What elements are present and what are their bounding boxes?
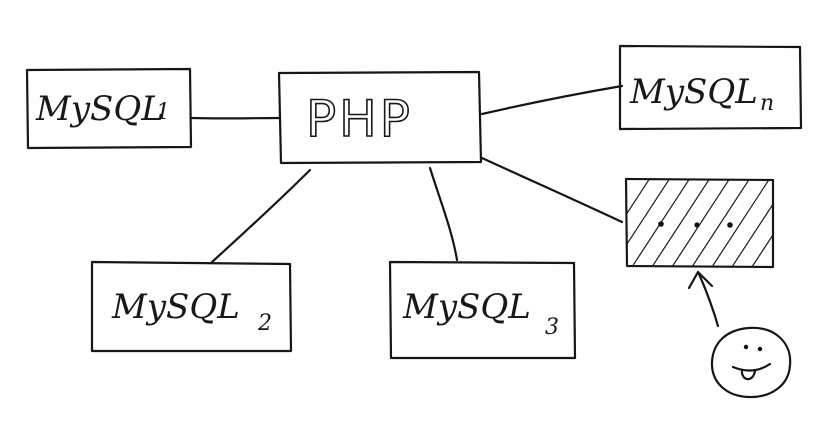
edge-php-mysql2 (210, 168, 312, 264)
face-mouth (731, 362, 772, 372)
node-php: PHP (277, 70, 483, 165)
node-mysql-1: MySQL 1 (25, 67, 193, 150)
arrow-user-to-box (687, 270, 720, 328)
ellipsis-dot-2 (694, 222, 700, 228)
node-box (624, 177, 775, 269)
node-subscript: 3 (545, 315, 559, 340)
php-label: PHP (306, 90, 413, 148)
node-subscript: n (760, 91, 774, 116)
node-subscript: 1 (156, 100, 170, 125)
node-label: MySQL (35, 89, 164, 129)
ellipsis-dot-1 (658, 221, 664, 227)
face-outline (710, 326, 792, 399)
arrow-head (687, 270, 714, 290)
ellipsis-dot-3 (727, 222, 733, 228)
node-box (25, 67, 193, 150)
node-mysql-3: MySQL 3 (388, 260, 577, 360)
edge-php-mysqln (480, 84, 624, 116)
hatch-pattern (627, 180, 773, 266)
node-box (90, 260, 293, 353)
node-label: MySQL (402, 287, 531, 327)
arrow-shaft (697, 272, 720, 328)
node-box (618, 44, 803, 131)
node-subscript: 2 (257, 311, 272, 336)
node-mysql-2: MySQL 2 (90, 260, 293, 353)
node-label: MySQL (629, 72, 758, 112)
edge-php-ellipsis (480, 156, 624, 224)
face-eye-right (757, 346, 763, 352)
node-box (388, 260, 577, 360)
node-ellipsis-box (624, 177, 775, 269)
node-box (277, 70, 483, 165)
node-label: MySQL (111, 287, 240, 327)
smiley-face-icon (710, 326, 792, 399)
face-tongue (740, 368, 757, 381)
edge-php-mysql3 (428, 166, 459, 262)
node-mysql-n: MySQL n (618, 44, 803, 131)
connectors (190, 84, 624, 264)
face-eye-left (743, 344, 749, 350)
